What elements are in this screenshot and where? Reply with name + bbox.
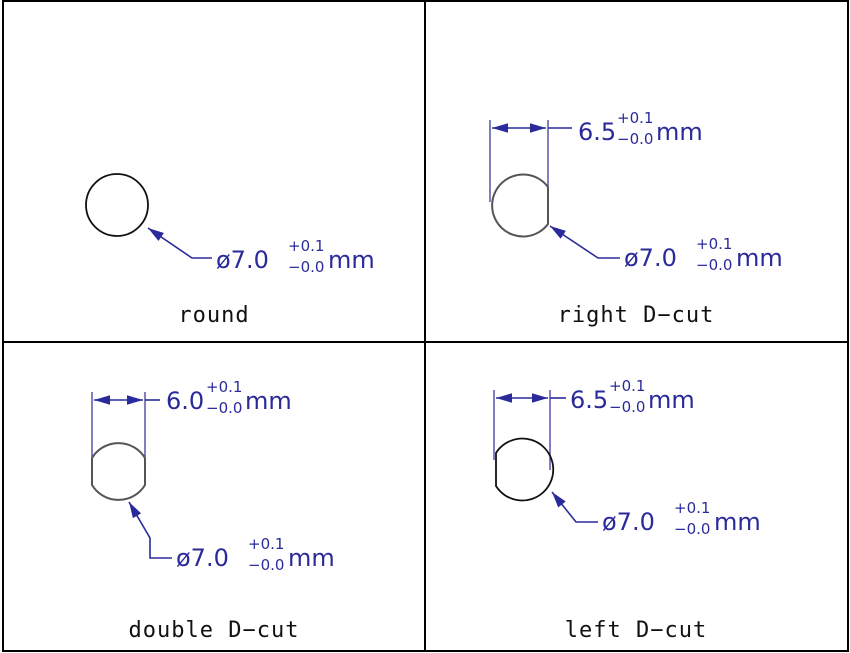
left-dcut-diameter-leader [551, 491, 598, 523]
right-dcut-diameter-unit: mm [736, 244, 783, 272]
left-dcut-diameter-unit: mm [714, 508, 761, 536]
double-dcut-width-tol-plus: +0.1 [206, 378, 242, 396]
panel-round: ø7.0 +0.1 −0.0 mm round [85, 173, 375, 328]
round-diameter-unit: mm [328, 246, 375, 274]
left-dcut-diameter-tol-minus: −0.0 [674, 520, 710, 538]
right-dcut-diameter-leader [549, 225, 620, 259]
left-dcut-caption: left D−cut [565, 618, 707, 643]
double-dcut-width-unit: mm [245, 387, 292, 415]
round-diameter-tol-minus: −0.0 [288, 258, 324, 276]
right-dcut-diameter-value: ø7.0 [624, 244, 677, 272]
round-diameter-value: ø7.0 [216, 246, 269, 274]
left-dcut-width-tol-minus: −0.0 [609, 398, 645, 416]
double-dcut-width-value: 6.0 [166, 387, 204, 415]
right-dcut-width-tol-plus: +0.1 [617, 109, 653, 127]
left-dcut-width-tol-plus: +0.1 [609, 377, 645, 395]
right-dcut-diameter-tol-minus: −0.0 [696, 256, 732, 274]
round-diameter-label: ø7.0 [216, 246, 269, 274]
panel-right-dcut: 6.5 +0.1 −0.0 mm ø7.0 +0.1 −0.0 mm right… [489, 109, 783, 328]
right-dcut-caption: right D−cut [558, 303, 715, 328]
left-dcut-width-value: 6.5 [570, 386, 608, 414]
round-diameter-tol-plus: +0.1 [288, 237, 324, 255]
left-dcut-width-unit: mm [648, 386, 695, 414]
right-dcut-width-unit: mm [656, 118, 703, 146]
left-dcut-diameter-value: ø7.0 [602, 508, 655, 536]
right-dcut-width-value: 6.5 [578, 118, 616, 146]
panel-double-dcut: 6.0 +0.1 −0.0 mm ø7.0 +0.1 −0.0 mm doubl… [91, 378, 335, 643]
double-dcut-diameter-tol-minus: −0.0 [248, 556, 284, 574]
double-dcut-width-tol-minus: −0.0 [206, 399, 242, 417]
double-dcut-hole-outline [91, 442, 146, 501]
right-dcut-diameter-tol-plus: +0.1 [696, 235, 732, 253]
left-dcut-diameter-tol-plus: +0.1 [674, 499, 710, 517]
double-dcut-caption: double D−cut [129, 618, 300, 643]
double-dcut-diameter-leader [128, 501, 172, 559]
round-diameter-leader [147, 227, 212, 259]
right-dcut-width-tol-minus: −0.0 [617, 130, 653, 148]
double-dcut-diameter-unit: mm [288, 544, 335, 572]
round-hole-outline [85, 173, 149, 237]
panel-left-dcut: 6.5 +0.1 −0.0 mm ø7.0 +0.1 −0.0 mm left … [493, 377, 761, 643]
double-dcut-diameter-value: ø7.0 [176, 544, 229, 572]
left-dcut-hole-outline [495, 437, 555, 502]
double-dcut-diameter-tol-plus: +0.1 [248, 535, 284, 553]
right-dcut-hole-outline [491, 173, 549, 238]
round-caption: round [178, 303, 249, 328]
